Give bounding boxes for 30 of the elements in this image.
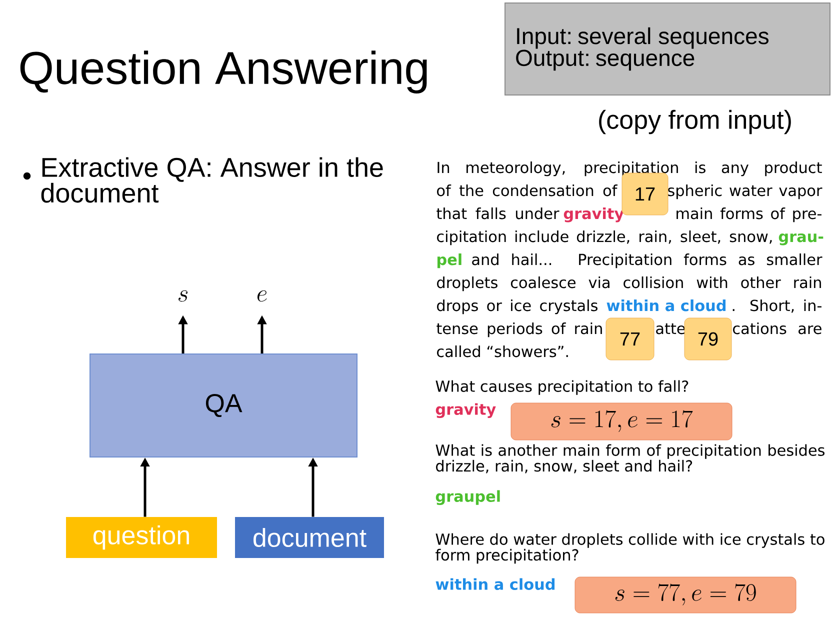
passage-text: droplets coalesce via collision with other rain: [437, 276, 821, 292]
question-text: Where do water droplets collide with ice crystals to form precipitation?: [436, 533, 824, 564]
highlighted-answer: grau-: [778, 233, 824, 246]
output-symbol: $s$: [178, 290, 188, 302]
bullet-text: Extractive QA: Answer in the document: [41, 157, 383, 203]
passage-text: called “showers”.: [437, 345, 568, 358]
answer-span-box: $s = 17, e = 17$: [510, 402, 732, 440]
answer-text: within a cloud: [436, 578, 555, 590]
highlighted-answer: within a cloud: [606, 299, 726, 312]
answer-text: graupel: [436, 490, 500, 506]
position-badge: 77: [606, 318, 654, 360]
io-box: Input: several sequences Output: sequence: [504, 2, 830, 96]
passage-text: main forms of pre-: [676, 207, 822, 222]
note-text: (copy from input): [599, 110, 791, 134]
position-badge: 79: [684, 318, 732, 360]
input-box: document: [235, 517, 384, 558]
output-symbol: $e$: [257, 290, 267, 302]
answer-span-box: $s = 77, e = 79$: [574, 576, 796, 614]
input-box: question: [66, 517, 217, 558]
slide-title: Question Answering: [20, 50, 427, 94]
passage-text: that falls under: [436, 207, 560, 220]
model-box: QA: [90, 354, 358, 458]
highlighted-answer: gravity: [564, 207, 624, 222]
passage-text: and hail... Precipitation forms as smaller: [472, 253, 822, 268]
answer-text: gravity: [436, 403, 496, 418]
passage-text: spheric water vapor: [668, 184, 822, 200]
question-text: What causes precipitation to fall?: [436, 380, 688, 395]
highlighted-answer: pel: [437, 253, 462, 268]
passage-text: cipitation include drizzle, rain, sleet, snow,: [437, 230, 772, 246]
passage-text: atte: [656, 323, 685, 334]
